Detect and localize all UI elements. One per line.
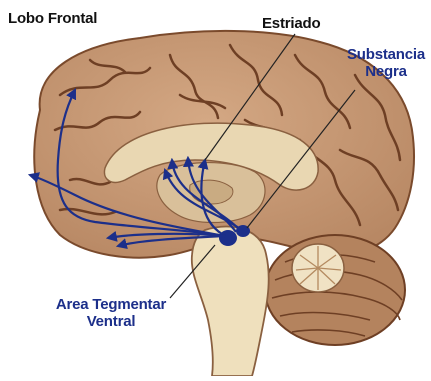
label-estriado: Estriado [262, 15, 320, 32]
label-substancia-line1: Substancia [342, 46, 430, 63]
label-substancia-negra: Substancia Negra [342, 46, 430, 80]
brainstem [192, 227, 269, 376]
label-area-line1: Area Tegmentar [46, 296, 176, 313]
vta-nucleus [219, 230, 237, 246]
label-area-line2: Ventral [46, 313, 176, 330]
label-lobo-frontal: Lobo Frontal [8, 10, 97, 27]
cerebellum [265, 235, 405, 345]
label-substancia-line2: Negra [342, 63, 430, 80]
label-area-tegmentar-ventral: Area Tegmentar Ventral [46, 296, 176, 330]
